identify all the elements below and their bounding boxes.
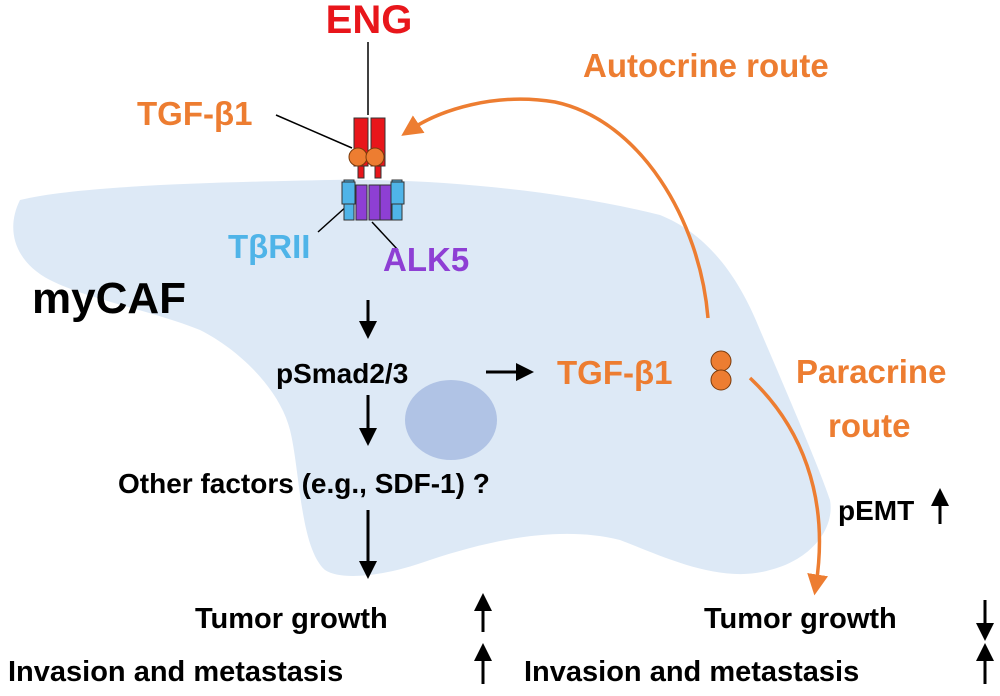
psmad-label: pSmad2/3: [276, 358, 408, 389]
mycaf-cell-shape: [13, 179, 831, 576]
nucleus: [405, 380, 497, 460]
alk5-leader-line: [371, 221, 399, 251]
mycaf-label: myCAF: [32, 274, 186, 323]
paracrine-route-label-line1: Paracrine: [796, 353, 946, 390]
paracrine-route-label-line2: route: [828, 407, 911, 444]
autocrine-route-arrow: [401, 97, 710, 319]
tgfb1-leader-line: [275, 114, 353, 149]
other-factors-label: Other factors (e.g., SDF-1) ?: [118, 468, 490, 499]
tgfb1-ligand: [348, 147, 368, 167]
paracrine-route-arrow: [748, 376, 828, 596]
tbrii-leader-line: [317, 204, 349, 233]
receptor-complex: [341, 117, 405, 221]
tgfb1-secreted-label: TGF-β1: [557, 354, 672, 391]
tumor-growth-right-label: Tumor growth: [704, 603, 897, 635]
eng-label: ENG: [326, 0, 413, 42]
tgfb1-receptor-label: TGF-β1: [137, 95, 252, 132]
invasion-right-label: Invasion and metastasis: [524, 656, 859, 688]
secreted-tgfb1-icon: [710, 350, 732, 391]
tumor-growth-left-label: Tumor growth: [195, 603, 388, 635]
alk5-label: ALK5: [383, 241, 469, 278]
invasion-left-label: Invasion and metastasis: [8, 656, 343, 688]
pemt-label: pEMT: [838, 495, 914, 526]
tbrii-label: TβRII: [228, 228, 310, 265]
autocrine-route-label: Autocrine route: [583, 47, 829, 84]
